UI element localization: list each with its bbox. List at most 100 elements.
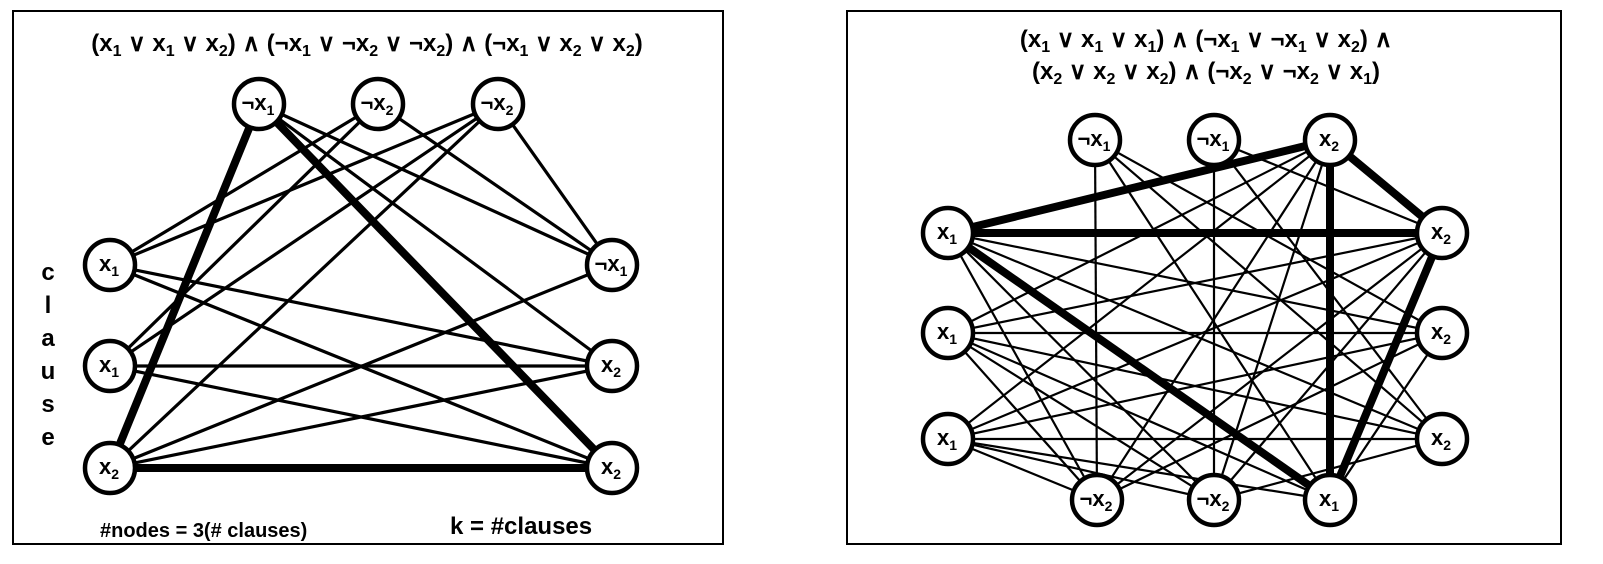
left-graph-panel: (x1​ ∨ x1​ ∨ x2​) ∧ (¬x1​ ∨ ¬x2​ ∨ ¬x2​)…	[12, 10, 724, 545]
literal-node-t3: ¬x2	[470, 76, 526, 132]
node-circle	[1302, 472, 1358, 528]
clique-edge-L1-a3	[947, 136, 1331, 237]
node-circle	[350, 76, 406, 132]
node-label: ¬x2	[1197, 486, 1230, 514]
literal-node-r2: x2	[584, 338, 640, 394]
left-nodes: ¬x1 ¬x2 ¬x2 x1 x1 x2 ¬x1 x2 x2	[82, 76, 640, 496]
edge-b1-R2	[1096, 332, 1443, 501]
node-label: x1	[937, 425, 957, 453]
clique-edge-t1-l3	[106, 102, 263, 470]
left-edges	[106, 101, 615, 472]
node-label: ¬x2	[1080, 486, 1113, 514]
literal-node-L1: x1	[920, 205, 976, 261]
edge-t2-l2	[108, 102, 380, 368]
edge-l3-r1	[109, 263, 613, 470]
node-circle	[1414, 411, 1470, 467]
nodes-count-caption: #nodes = 3(# clauses)	[100, 520, 307, 542]
edge-b3-R2	[1329, 332, 1443, 501]
edge-L3-R2	[947, 331, 1443, 441]
right-nodes: ¬x1 ¬x1 x2 x1 x1 x1 x2 x2 x2 ¬x2 ¬x2 x1	[920, 112, 1470, 528]
node-circle	[1067, 112, 1123, 168]
right-formula-line-1: (x1​ ∨ x1​ ∨ x1​) ∧ (¬x1​ ∨ ¬x1​ ∨ x2​) …	[1020, 26, 1392, 56]
node-circle	[1069, 472, 1125, 528]
literal-node-L2: x1	[920, 305, 976, 361]
edge-t3-l2	[109, 102, 499, 368]
literal-node-a1: ¬x1	[1067, 112, 1123, 168]
literal-node-b3: x1	[1302, 472, 1358, 528]
edge-L2-b3	[947, 331, 1331, 502]
edge-t3-l3	[108, 102, 500, 470]
k-clauses-caption: k = #clauses	[450, 513, 592, 540]
node-label: ¬x1	[1078, 126, 1111, 154]
node-label: x2	[1431, 425, 1451, 453]
node-circle	[920, 305, 976, 361]
edge-t1-r2	[258, 102, 613, 368]
node-circle	[584, 440, 640, 496]
node-label: ¬x2	[481, 90, 514, 118]
node-label: x2	[1319, 126, 1339, 154]
node-label: x1	[99, 251, 119, 279]
clique-edge-L1-b3	[945, 229, 1333, 504]
edge-L1-b2	[947, 232, 1215, 501]
node-label: ¬x2	[361, 90, 394, 118]
node-circle	[82, 338, 138, 394]
node-label: x1	[99, 352, 119, 380]
edge-b2-R3	[1213, 437, 1443, 502]
edge-a1-R3	[1094, 139, 1443, 440]
node-circle	[1186, 472, 1242, 528]
node-circle	[920, 411, 976, 467]
literal-node-R3: x2	[1414, 411, 1470, 467]
literal-node-b1: ¬x2	[1069, 472, 1125, 528]
node-circle	[470, 76, 526, 132]
node-circle	[1414, 205, 1470, 261]
edge-a3-L3	[947, 139, 1331, 440]
edge-a2-R1	[1213, 138, 1443, 235]
edge-l3-r2	[109, 364, 613, 470]
node-label: x2	[99, 454, 119, 482]
literal-node-t1: ¬x1	[231, 76, 287, 132]
edge-t1-r1	[258, 102, 613, 267]
edge-t3-r1	[496, 103, 614, 266]
edge-L3-b3	[947, 437, 1331, 502]
literal-node-l3: x2	[82, 440, 138, 496]
node-circle	[584, 338, 640, 394]
edge-L2-b2	[947, 332, 1215, 501]
literal-node-a2: ¬x1	[1186, 112, 1242, 168]
literal-node-r3: x2	[584, 440, 640, 496]
literal-node-R1: x2	[1414, 205, 1470, 261]
literal-node-b2: ¬x2	[1186, 472, 1242, 528]
literal-node-a3: x2	[1302, 112, 1358, 168]
node-circle	[920, 205, 976, 261]
node-label: x2	[1431, 319, 1451, 347]
literal-node-R2: x2	[1414, 305, 1470, 361]
node-circle	[1414, 305, 1470, 361]
node-circle	[82, 237, 138, 293]
node-label: x1	[937, 219, 957, 247]
node-label: x2	[1431, 219, 1451, 247]
edge-b1-R1	[1096, 232, 1443, 501]
node-circle	[584, 237, 640, 293]
right-graph-panel: (x1​ ∨ x1​ ∨ x1​) ∧ (¬x1​ ∨ ¬x1​ ∨ x2​) …	[846, 10, 1562, 545]
edge-L2-b1	[947, 332, 1098, 501]
edge-t2-l1	[109, 102, 379, 267]
edge-b2-R1	[1213, 232, 1443, 501]
left-graph-svg: (x1​ ∨ x1​ ∨ x2​) ∧ (¬x1​ ∨ ¬x2​ ∨ ¬x2​)…	[41, 30, 643, 542]
literal-node-l2: x1	[82, 338, 138, 394]
right-edges	[945, 136, 1446, 504]
node-label: ¬x1	[595, 251, 628, 279]
literal-node-t2: ¬x2	[350, 76, 406, 132]
node-label: x2	[601, 352, 621, 380]
literal-node-L3: x1	[920, 411, 976, 467]
edge-L2-R1	[947, 231, 1443, 335]
literal-node-l1: x1	[82, 237, 138, 293]
node-label: x1	[1319, 486, 1339, 514]
node-circle	[231, 76, 287, 132]
node-label: x2	[601, 454, 621, 482]
edge-l1-r2	[109, 263, 613, 368]
node-circle	[82, 440, 138, 496]
node-label: x1	[937, 319, 957, 347]
right-graph-svg: (x1​ ∨ x1​ ∨ x1​) ∧ (¬x1​ ∨ ¬x1​ ∨ x2​) …	[920, 26, 1470, 528]
node-label: ¬x1	[242, 90, 275, 118]
edge-a3-L2	[947, 139, 1331, 334]
